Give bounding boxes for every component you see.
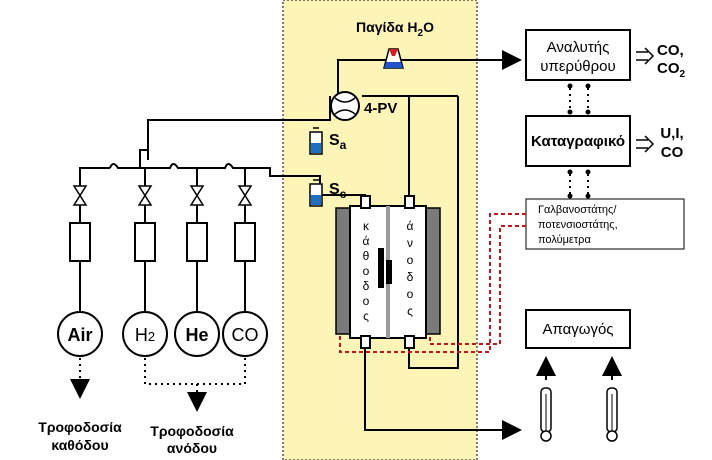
svg-text:CO,: CO, [657, 42, 684, 59]
cathode-inlet-port [360, 195, 371, 209]
svg-text:ς: ς [363, 309, 369, 323]
recorder: Καταγραφικό [525, 115, 631, 167]
trap-label: Παγίδα H2O [356, 19, 434, 39]
svg-text:Αναλυτής: Αναλυτής [547, 39, 610, 56]
ir-analyzer: Αναλυτής υπερύθρου [525, 29, 631, 81]
anode-feed-label-2: ανόδου [167, 440, 217, 456]
svg-text:πολύμετρα: πολύμετρα [538, 234, 591, 246]
thermocouple-probes [536, 356, 622, 442]
gas-label-h2: H2 [135, 325, 155, 345]
gas-bottles: Air H2 He CO [57, 311, 268, 357]
co-bottle [222, 311, 268, 357]
fuel-cell: κ ά θ ο δ ο ς ά ν ο δ ο ς [335, 195, 441, 349]
air-bottle [57, 311, 103, 357]
sensor-sc: Sc [309, 179, 347, 207]
cathode-outlet-port [360, 335, 371, 349]
svg-text:υπερύθρου: υπερύθρου [540, 58, 615, 75]
svg-text:Sa: Sa [329, 132, 347, 152]
thermometer-icon [606, 387, 618, 442]
gas-label-co: CO [232, 325, 259, 345]
valve-icon [137, 185, 153, 206]
flow-meters [69, 205, 256, 312]
recorder-output: U,I, CO [636, 125, 684, 161]
he-bottle [174, 311, 220, 357]
water-trap: Παγίδα H2O [356, 19, 434, 69]
svg-text:ο: ο [363, 264, 370, 278]
anode-end-plate [425, 207, 441, 335]
svg-text:κ: κ [363, 219, 370, 233]
svg-text:ς: ς [407, 304, 413, 318]
galvanostat: Γαλβανοστάτης/ ποτενσιοστάτης, πολύμετρα [525, 198, 685, 250]
cathode-end-plate [335, 207, 351, 335]
flow-meter [134, 222, 156, 262]
svg-text:ποτενσιοστάτης,: ποτενσιοστάτης, [538, 219, 618, 231]
svg-text:ά: ά [363, 234, 370, 248]
cathode-letters: κ ά θ ο δ ο ς [363, 219, 370, 323]
membrane-left [378, 248, 384, 288]
anode-outlet-port [404, 195, 415, 209]
anode-feed-label: Τροφοδοσία [150, 423, 234, 439]
valve-icon [72, 185, 88, 206]
thermometer-icon [540, 387, 552, 442]
svg-text:U,I,: U,I, [660, 125, 683, 142]
svg-text:Απαγωγός: Απαγωγός [542, 321, 613, 338]
analyzer-output: CO, CO2 [636, 42, 686, 80]
valve-row [72, 185, 253, 206]
anode-inlet-port [404, 335, 415, 349]
flow-meter [69, 222, 91, 262]
valve-icon [237, 185, 253, 206]
cathode-feed-label-2: καθόδου [51, 437, 108, 453]
sensor-sa: Sa [309, 127, 347, 155]
gas-label-he: He [185, 325, 208, 345]
svg-text:δ: δ [363, 279, 370, 293]
feed-connectors [70, 358, 246, 412]
anode-letters: ά ν ο δ ο ς [407, 219, 414, 318]
valve-label: 4-PV [364, 100, 397, 117]
gas-label-air: Air [67, 325, 92, 345]
flow-meter [186, 222, 208, 262]
svg-text:θ: θ [363, 249, 370, 263]
svg-text:ο: ο [363, 294, 370, 308]
svg-text:CO: CO [661, 144, 684, 161]
svg-text:δ: δ [407, 270, 414, 284]
cell-plumbing [320, 50, 522, 440]
svg-text:ο: ο [407, 253, 414, 267]
svg-text:ν: ν [407, 236, 413, 250]
svg-text:Καταγραφικό: Καταγραφικό [531, 133, 625, 150]
cathode-feed-label: Τροφοδοσία [38, 419, 122, 435]
valve-icon [189, 185, 205, 206]
svg-text:ο: ο [407, 287, 414, 301]
electrical-connections [339, 213, 526, 353]
svg-text:Γαλβανοστάτης/: Γαλβανοστάτης/ [538, 204, 617, 216]
h2-bottle [122, 311, 168, 357]
exhaust: Απαγωγός [525, 309, 631, 349]
four-port-valve: 4-PV [330, 91, 397, 121]
flow-meter [234, 222, 256, 262]
svg-text:CO2: CO2 [657, 60, 686, 80]
data-connectors [567, 83, 591, 199]
svg-text:ά: ά [407, 219, 414, 233]
gas-supply-lines [79, 112, 331, 195]
svg-text:Sc: Sc [329, 181, 347, 201]
membrane-right [386, 260, 392, 284]
